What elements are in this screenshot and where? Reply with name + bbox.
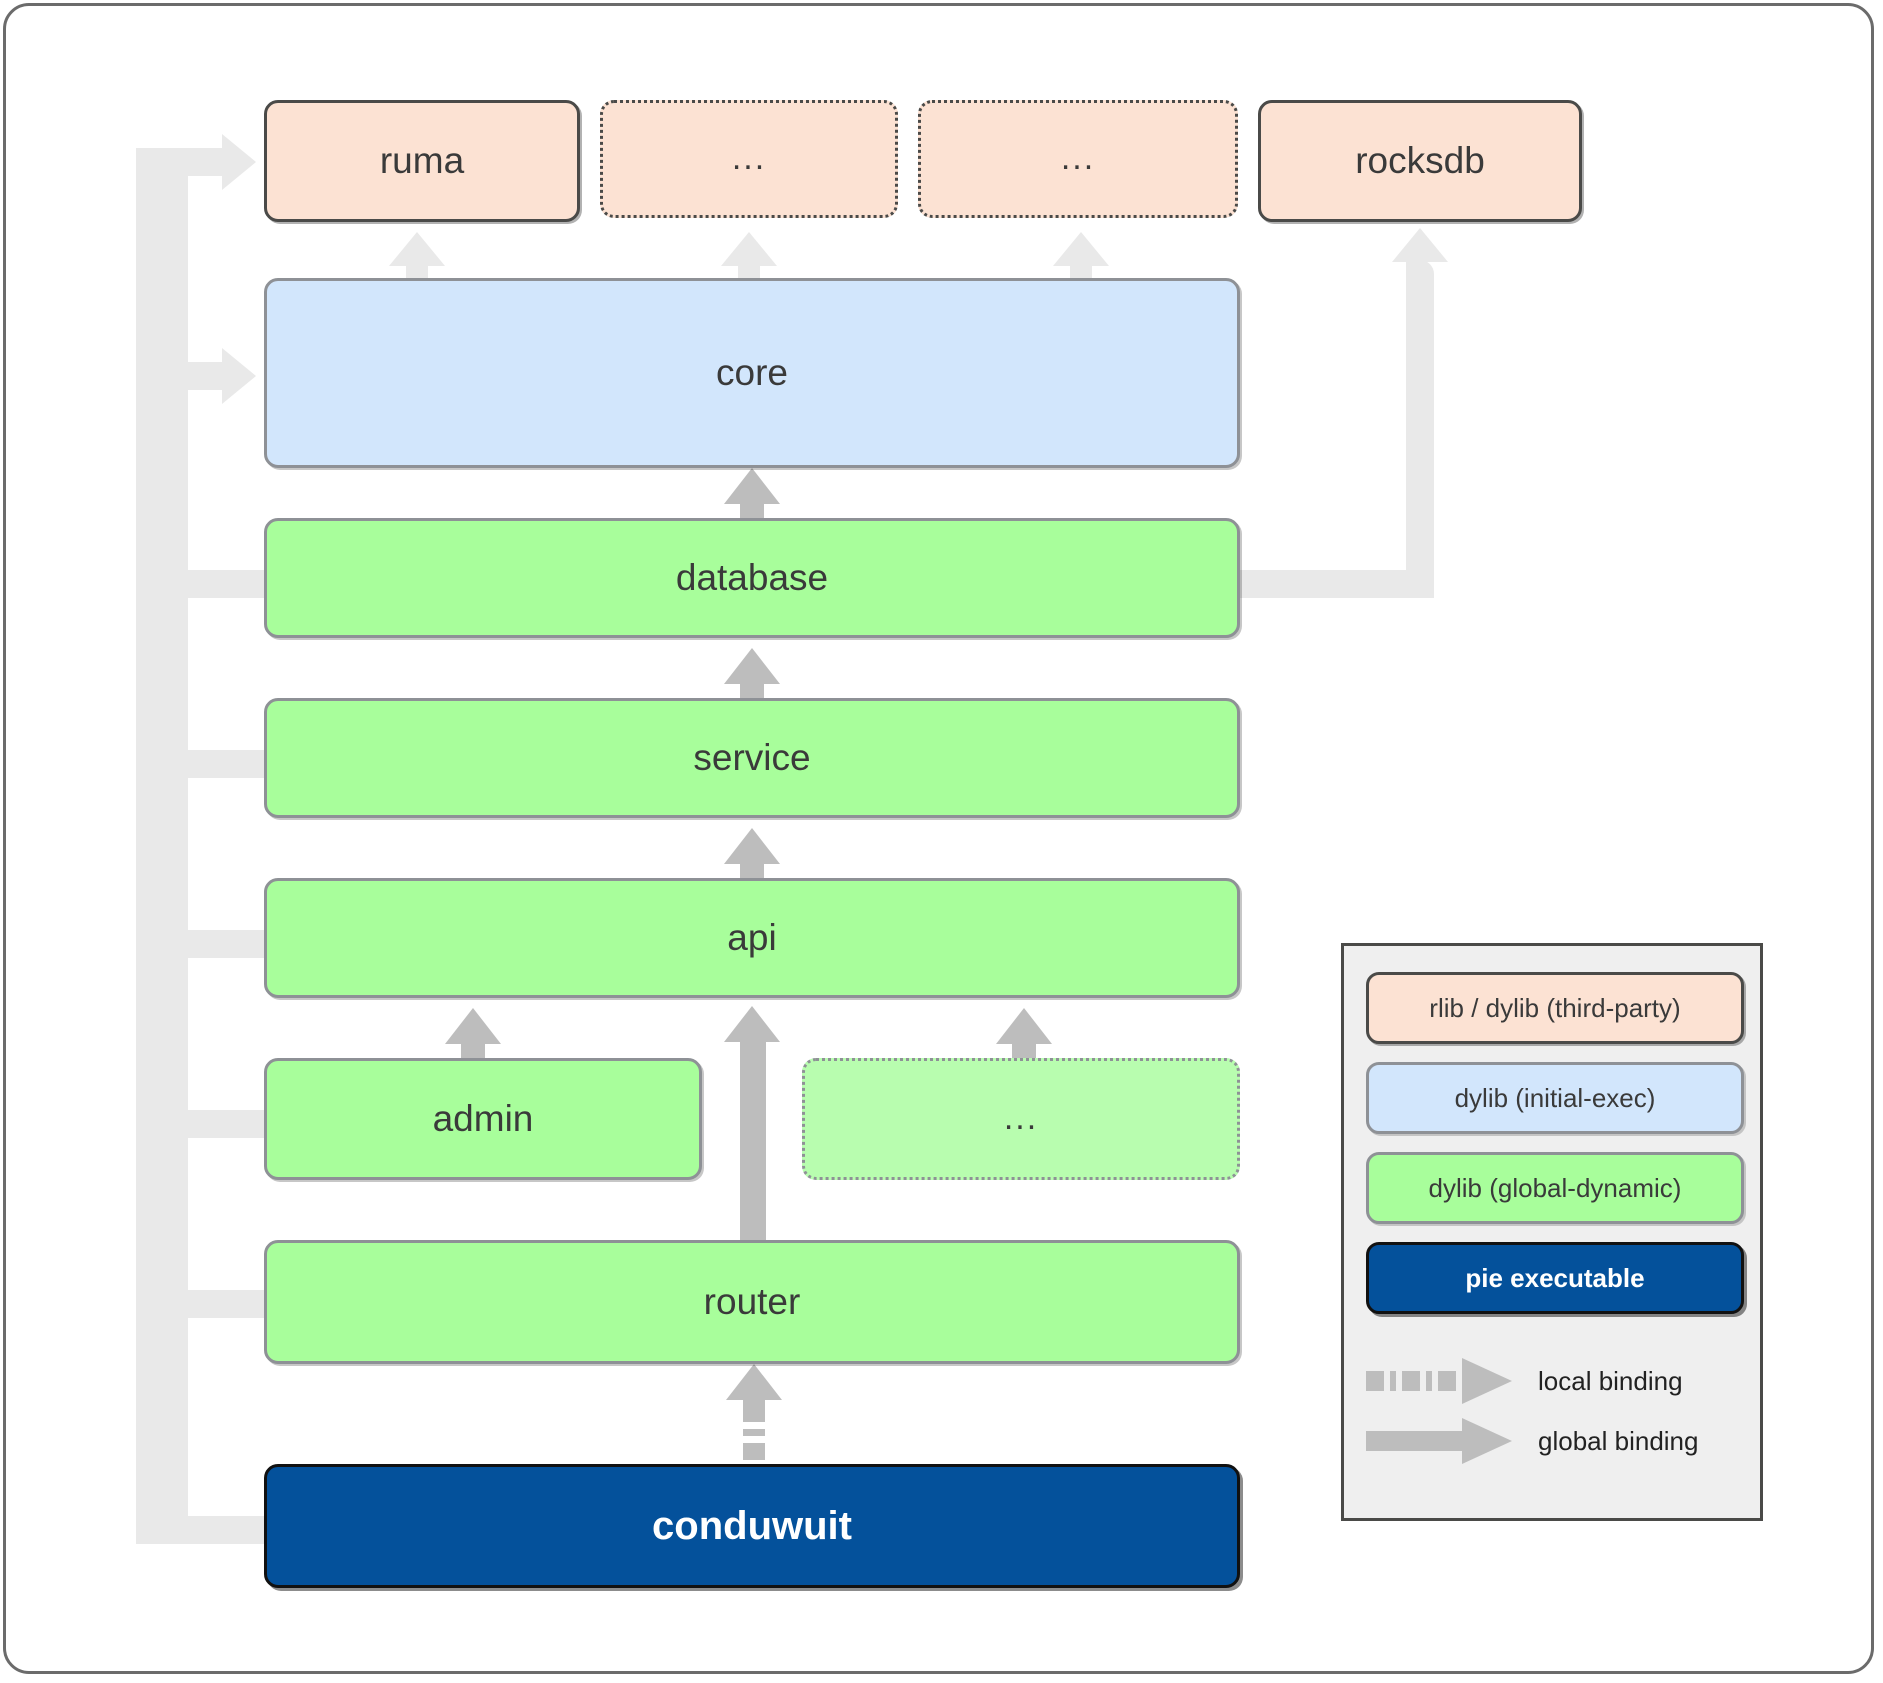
bus-arrowhead-core [222, 348, 256, 404]
node-core[interactable]: core [264, 278, 1240, 468]
bus-branch-core [160, 362, 224, 390]
node-router-label: router [703, 1281, 801, 1322]
local-binding-arrow-icon [1366, 1358, 1516, 1404]
legend-chip-global-dynamic: dylib (global-dynamic) [1366, 1152, 1744, 1224]
node-third-party-placeholder-1-label: ... [731, 139, 767, 178]
bus-branch-api [160, 930, 268, 958]
node-ruma-label: ruma [379, 140, 465, 181]
node-admin-label: admin [432, 1098, 534, 1139]
node-admin[interactable]: admin [264, 1058, 702, 1180]
global-binding-arrow-icon [1366, 1418, 1516, 1464]
node-third-party-placeholder-2[interactable]: ... [918, 100, 1238, 218]
node-conduwuit-label: conduwuit [652, 1503, 852, 1548]
bus-branch-conduwuit [136, 1516, 268, 1544]
arrow-api-to-service-head [724, 828, 780, 864]
legend-chip-pie-executable: pie executable [1366, 1242, 1744, 1314]
arrow-core-to-ruma-head [389, 232, 445, 266]
node-service[interactable]: service [264, 698, 1240, 818]
node-conduwuit[interactable]: conduwuit [264, 1464, 1240, 1588]
legend-chip-initial-exec-label: dylib (initial-exec) [1454, 1082, 1656, 1113]
legend-global-binding-label: global binding [1538, 1425, 1699, 1456]
node-third-party-placeholder-1[interactable]: ... [600, 100, 898, 218]
bus-branch-database [160, 570, 268, 598]
legend-chip-third-party-label: rlib / dylib (third-party) [1429, 992, 1681, 1023]
legend-local-binding-label: local binding [1538, 1365, 1683, 1396]
node-rocksdb[interactable]: rocksdb [1258, 100, 1582, 222]
bus-database-to-rocksdb-horizontal [1238, 570, 1434, 598]
arrow-service-to-database-head [724, 648, 780, 684]
legend-panel: rlib / dylib (third-party) dylib (initia… [1341, 943, 1763, 1521]
legend-row-global-binding: global binding [1366, 1414, 1744, 1468]
arrow-core-to-placeholder2-head [1053, 232, 1109, 266]
node-api-label: api [727, 917, 777, 958]
bus-arrowhead-ruma [222, 134, 256, 190]
arrow-conduwuit-to-router-head [726, 1364, 782, 1400]
node-core-label: core [716, 352, 788, 393]
node-service-label: service [693, 737, 811, 778]
arrow-core-to-placeholder1-head [721, 232, 777, 266]
arrow-router-to-api-stem [740, 1040, 766, 1245]
node-router[interactable]: router [264, 1240, 1240, 1364]
node-database-label: database [675, 557, 829, 598]
arrow-placeholder-to-api-head [996, 1008, 1052, 1044]
bus-branch-admin [160, 1110, 268, 1138]
legend-chip-global-dynamic-label: dylib (global-dynamic) [1428, 1172, 1682, 1203]
arrow-admin-to-api-head [445, 1008, 501, 1044]
bus-arrowhead-rocksdb [1392, 228, 1448, 262]
arrow-database-to-core-head [724, 468, 780, 504]
node-ruma[interactable]: ruma [264, 100, 580, 222]
node-database[interactable]: database [264, 518, 1240, 638]
legend-chip-initial-exec: dylib (initial-exec) [1366, 1062, 1744, 1134]
bus-branch-service [160, 750, 268, 778]
node-api-placeholder[interactable]: ... [802, 1058, 1240, 1180]
node-api[interactable]: api [264, 878, 1240, 998]
node-api-placeholder-label: ... [1003, 1099, 1039, 1138]
legend-chip-third-party: rlib / dylib (third-party) [1366, 972, 1744, 1044]
bus-database-to-rocksdb-vertical [1406, 260, 1434, 598]
legend-chip-pie-executable-label: pie executable [1465, 1262, 1645, 1293]
node-rocksdb-label: rocksdb [1355, 140, 1485, 181]
arrow-conduwuit-to-router-stem [743, 1400, 765, 1460]
arrow-router-to-api-head [724, 1006, 780, 1042]
bus-branch-router [160, 1290, 268, 1318]
node-third-party-placeholder-2-label: ... [1060, 139, 1096, 178]
legend-row-local-binding: local binding [1366, 1354, 1744, 1408]
